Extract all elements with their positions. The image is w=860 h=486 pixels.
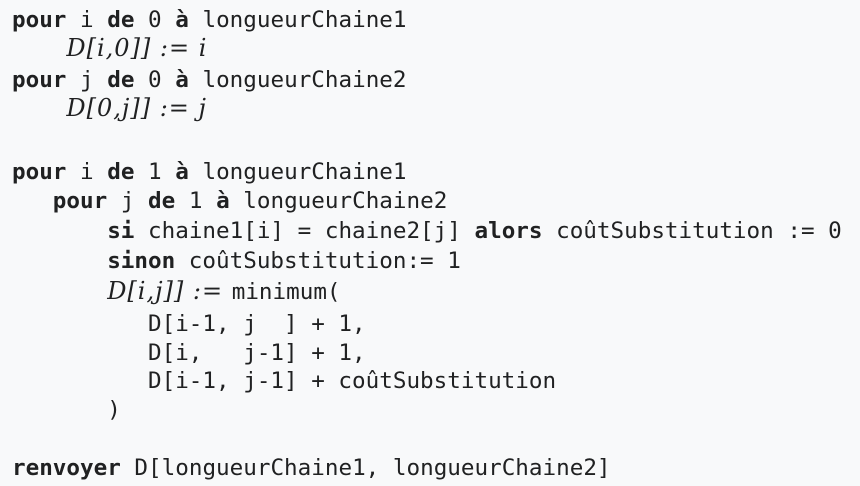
code-text: i [66,7,108,33]
keyword: pour [12,7,67,33]
code-text: 0 [134,67,176,93]
code-line: ) [107,396,121,424]
code-line: pour i de 1 à longueurChaine1 [12,158,407,186]
code-text: D[i-1, j ] + 1, [148,311,366,337]
keyword: pour [52,188,108,214]
code-text: i [66,159,108,185]
keyword: à [175,67,189,93]
code-text: longueurChaine1 [188,159,407,185]
keyword: si [107,218,135,244]
code-text: D[i-1, j-1] + coûtSubstitution [148,368,557,394]
keyword: à [175,7,189,33]
keyword: de [107,159,135,185]
code-line: D[i,j]] := minimum( [107,277,340,306]
code-line: D[i-1, j ] + 1, [148,310,366,338]
keyword: de [107,67,135,93]
code-line: D[i,0]] := i [66,34,207,63]
keyword: pour [12,159,67,185]
code-line: D[i, j-1] + 1, [148,339,366,367]
code-text: coûtSubstitution := 0 [542,218,842,244]
code-line: pour i de 0 à longueurChaine1 [12,6,407,34]
keyword: à [216,188,230,214]
code-line: D[i-1, j-1] + coûtSubstitution [148,367,556,395]
math-expression: D[0,j]] := j [66,94,207,122]
code-text: 0 [134,7,176,33]
code-text: j [107,188,149,214]
keyword: renvoyer [12,455,121,481]
code-text: D[longueurChaine1, longueurChaine2] [120,455,611,481]
code-text: 1 [134,159,176,185]
code-text: minimum( [231,279,341,305]
math-expression: D[i,j]] := [107,277,232,305]
code-line: renvoyer D[longueurChaine1, longueurChai… [12,454,611,482]
keyword: pour [12,67,67,93]
code-line: D[0,j]] := j [66,94,207,123]
code-text: longueurChaine1 [188,7,407,33]
code-text: longueurChaine2 [188,67,407,93]
code-text: j [66,67,108,93]
code-line: pour j de 0 à longueurChaine2 [12,66,407,94]
keyword: alors [474,218,543,244]
code-line: si chaine1[i] = chaine2[j] alors coûtSub… [107,217,842,245]
code-line: pour j de 1 à longueurChaine2 [53,187,448,215]
code-text: ) [107,397,121,423]
keyword: de [148,188,176,214]
code-text: longueurChaine2 [229,188,448,214]
keyword: de [107,7,135,33]
code-text: D[i, j-1] + 1, [148,340,366,366]
keyword: sinon [107,248,176,274]
math-expression: D[i,0]] := i [66,34,208,62]
code-line: sinon coûtSubstitution:= 1 [107,247,461,275]
code-text: coûtSubstitution:= 1 [175,248,461,274]
keyword: à [175,159,189,185]
code-text: 1 [175,188,217,214]
code-text: chaine1[i] = chaine2[j] [134,218,475,244]
